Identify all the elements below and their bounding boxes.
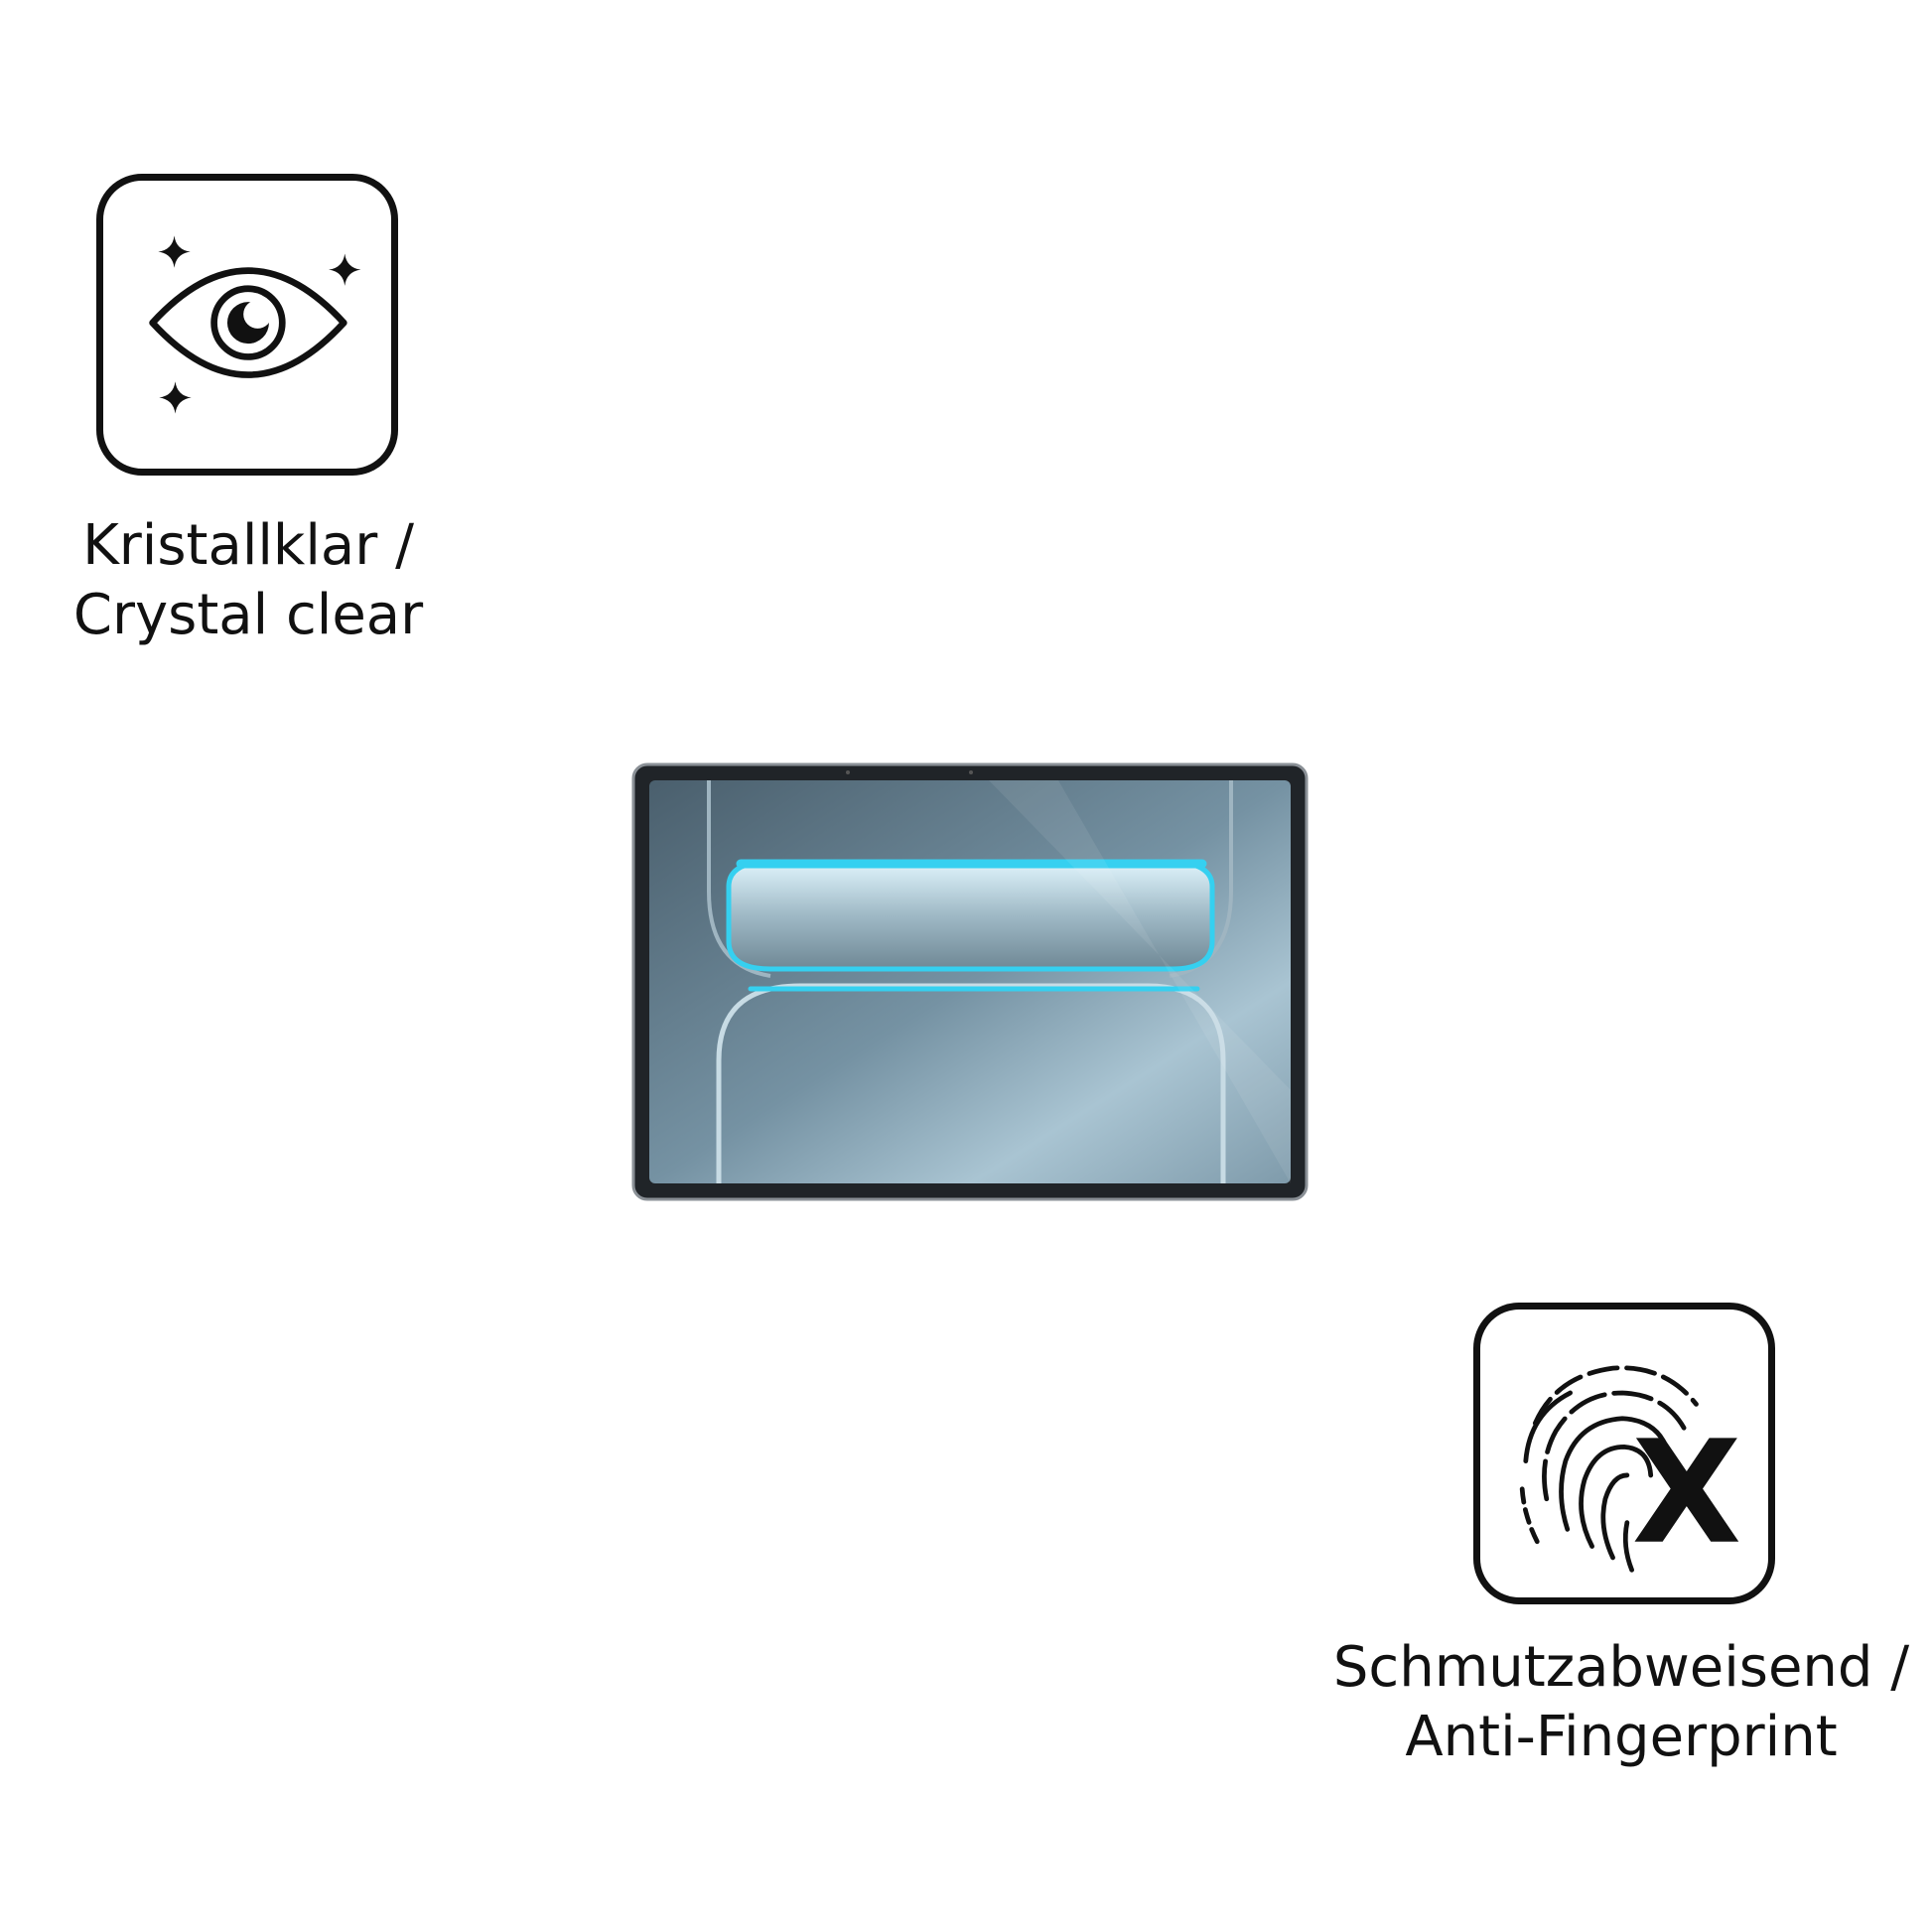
anti-fingerprint-caption: Schmutzabweisend / Anti-Fingerprint — [1311, 1633, 1932, 1772]
cross-mark: X — [1632, 1410, 1741, 1576]
fingerprint-crossed-icon: X — [1519, 1365, 1741, 1576]
crystal-clear-caption: Kristallklar / Crystal clear — [40, 511, 457, 650]
anti-fingerprint-badge: X — [1473, 1303, 1775, 1604]
crystal-clear-badge — [96, 174, 398, 476]
sparkling-eye-icon — [149, 235, 361, 414]
tablet-image — [631, 762, 1309, 1201]
caption-line-1: Schmutzabweisend / — [1332, 1635, 1910, 1700]
caption-line-1: Kristallklar / — [82, 513, 414, 578]
caption-line-2: Crystal clear — [72, 583, 424, 647]
caption-line-2: Anti-Fingerprint — [1405, 1705, 1838, 1769]
